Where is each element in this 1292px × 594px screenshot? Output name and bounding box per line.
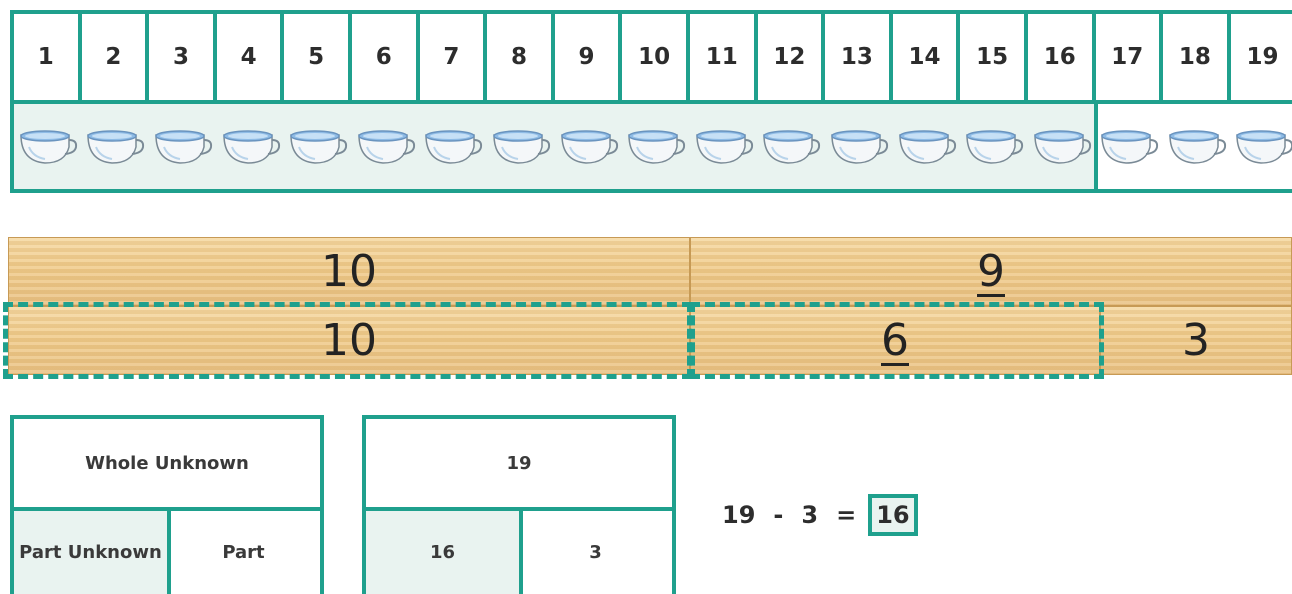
- track-number-2: 2: [78, 14, 146, 100]
- bar-top-nine: 9: [690, 237, 1292, 306]
- teacup-icon: [690, 104, 758, 189]
- teacup-icon: [149, 104, 217, 189]
- track-number-19: 19: [1227, 14, 1292, 100]
- track-number-15: 15: [956, 14, 1024, 100]
- equation-operator: -: [773, 501, 783, 529]
- teacup-icon: [82, 104, 150, 189]
- teacup-icon: [555, 104, 623, 189]
- teacup-icon: [758, 104, 826, 189]
- teacup-icon: [1096, 104, 1164, 189]
- track-number-14: 14: [889, 14, 957, 100]
- part-cell: Part: [167, 511, 320, 594]
- equation-subtrahend: 3: [801, 501, 818, 529]
- track-number-12: 12: [754, 14, 822, 100]
- whole-unknown-cell: Whole Unknown: [14, 419, 320, 511]
- track-number-3: 3: [145, 14, 213, 100]
- equation-answer-box: 16: [868, 494, 917, 536]
- dashed-outline-ten: [3, 302, 692, 379]
- track-number-5: 5: [280, 14, 348, 100]
- bar-bottom-three-label: 3: [1182, 315, 1210, 366]
- track-number-4: 4: [213, 14, 281, 100]
- bar-top-nine-label: 9: [977, 246, 1005, 297]
- equation-minuend: 19: [722, 501, 755, 529]
- cup-row: [10, 104, 1292, 193]
- teacup-icon: [14, 104, 82, 189]
- bar-bottom-three: 3: [1100, 306, 1292, 375]
- teacup-icon: [893, 104, 961, 189]
- track-number-7: 7: [416, 14, 484, 100]
- teacup-icon: [1163, 104, 1231, 189]
- track-number-13: 13: [821, 14, 889, 100]
- dashed-outline-six: [690, 302, 1104, 379]
- teacup-icon: [420, 104, 488, 189]
- teacup-icon: [284, 104, 352, 189]
- teacup-icon: [825, 104, 893, 189]
- teacup-icon: [217, 104, 285, 189]
- teacup-icon: [487, 104, 555, 189]
- teacup-icon: [960, 104, 1028, 189]
- track-number-8: 8: [483, 14, 551, 100]
- track-number-16: 16: [1024, 14, 1092, 100]
- whole-cell: 19: [366, 419, 672, 511]
- track-number-1: 1: [10, 14, 78, 100]
- bar-top-ten: 10: [8, 237, 690, 306]
- equation-equals: =: [836, 501, 856, 529]
- part-unknown-cell: Part Unknown: [14, 511, 171, 594]
- part-right-cell: 3: [519, 511, 672, 594]
- track-number-6: 6: [348, 14, 416, 100]
- track-number-17: 17: [1092, 14, 1160, 100]
- bar-top-ten-label: 10: [321, 246, 377, 297]
- track-number-9: 9: [551, 14, 619, 100]
- part-left-cell: 16: [366, 511, 523, 594]
- track-number-18: 18: [1159, 14, 1227, 100]
- teacup-icon: [622, 104, 690, 189]
- track-number-11: 11: [686, 14, 754, 100]
- equation: 19 - 3 = 16: [722, 494, 918, 536]
- teacup-icon: [1231, 104, 1292, 189]
- part-whole-filled: 19 16 3: [362, 415, 676, 594]
- part-whole-template: Whole Unknown Part Unknown Part: [10, 415, 324, 594]
- track-number-10: 10: [618, 14, 686, 100]
- teacup-icon: [352, 104, 420, 189]
- teacup-icon: [1028, 104, 1096, 189]
